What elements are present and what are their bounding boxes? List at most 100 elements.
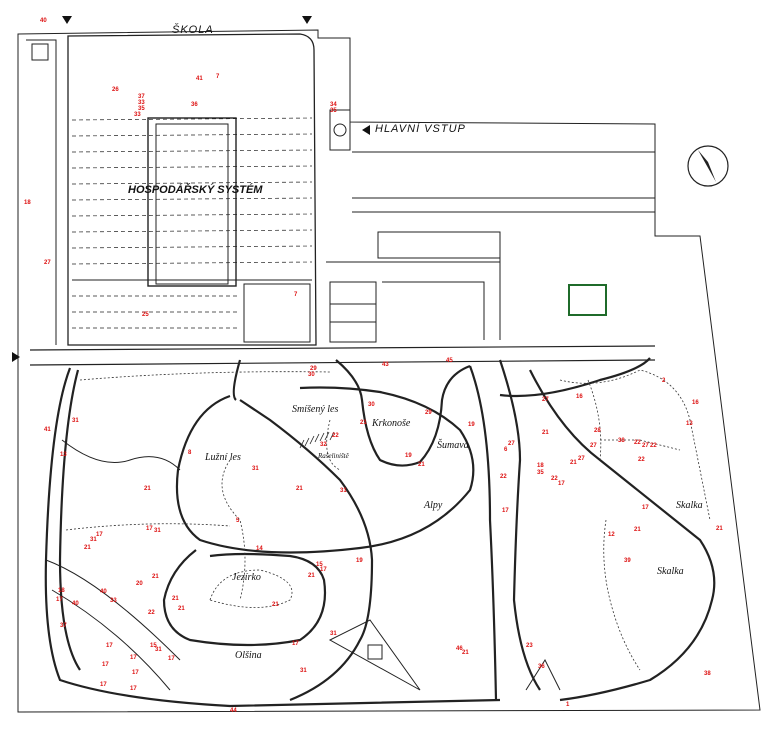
krkonose-label: Krkonoše [372, 418, 411, 429]
marker: 2 [662, 378, 666, 384]
marker: 21 [272, 602, 279, 608]
school-building [67, 33, 317, 346]
marker: 21 [178, 606, 185, 612]
marker: 17 [130, 655, 137, 661]
main-entrance-label: HLAVNÍ VSTUP [375, 123, 466, 135]
marker: 19 [356, 558, 363, 564]
marker: 21 [716, 526, 723, 532]
marker: 27 [642, 443, 649, 449]
entry-arrow-main [362, 125, 370, 135]
marker: 31 [340, 488, 347, 494]
marker: 33 [138, 100, 145, 106]
pond-label: Jezírko [232, 572, 261, 583]
main-path [29, 345, 656, 351]
marker: 16 [692, 400, 699, 406]
marker: 19 [405, 453, 412, 459]
marker: 35 [537, 470, 544, 476]
marker: 22 [551, 476, 558, 482]
marker: 18 [58, 588, 65, 594]
marker: 27 [508, 441, 515, 447]
marker: 31 [155, 647, 162, 653]
marker: 43 [382, 362, 389, 368]
marker: 16 [576, 394, 583, 400]
marker: 19 [468, 422, 475, 428]
marker: 17 [130, 686, 137, 692]
marker: 15 [316, 562, 323, 568]
marker: 22 [650, 443, 657, 449]
marker: 44 [230, 708, 237, 714]
marker: 21 [308, 573, 315, 579]
marker: 31 [252, 466, 259, 472]
entry-arrow-top-left [62, 16, 72, 24]
marker: 21 [634, 527, 641, 533]
marker: 17 [56, 597, 63, 603]
marker: 31 [154, 528, 161, 534]
marker: 21 [542, 430, 549, 436]
marker: 31 [72, 418, 79, 424]
marker: 22 [148, 610, 155, 616]
marker: 18 [537, 463, 544, 469]
marker: 17 [642, 505, 649, 511]
marker: 7 [216, 74, 220, 80]
marker: 17 [100, 682, 107, 688]
marker: 14 [256, 546, 263, 552]
west-loop-path [44, 367, 501, 708]
property-boundary [17, 29, 761, 713]
marker: 17 [102, 662, 109, 668]
marker: 39 [624, 558, 631, 564]
marker: 37 [138, 94, 145, 100]
marker: 17 [106, 643, 113, 649]
marker: 18 [24, 200, 31, 206]
marker: 17 [502, 508, 509, 514]
marker: 34 [330, 102, 337, 108]
rockery-label-2: Skalka [657, 566, 684, 577]
floodplain-forest-label: Lužní les [205, 452, 241, 463]
marker: 33 [110, 598, 117, 604]
marker: 37 [60, 623, 67, 629]
marker: 30 [368, 402, 375, 408]
marker: 40 [100, 589, 107, 595]
marker: 35 [330, 108, 337, 114]
marker: 21 [570, 460, 577, 466]
marker: 28 [594, 428, 601, 434]
marker: 13 [686, 421, 693, 427]
farm-system-frame [147, 117, 237, 287]
entry-arrow-west [12, 352, 20, 362]
marker: 20 [136, 581, 143, 587]
marker: 22 [638, 457, 645, 463]
central-loop-path [175, 386, 475, 554]
marker: 46 [456, 646, 463, 652]
marker: 27 [44, 260, 51, 266]
marker: 31 [300, 668, 307, 674]
marker: 35 [138, 106, 145, 112]
marker: 23 [526, 643, 533, 649]
entry-arrow-top-right [302, 16, 312, 24]
marker: 30 [308, 372, 315, 378]
east-loop-path [529, 369, 716, 702]
rockery-label-1: Skalka [676, 500, 703, 511]
school-label: ŠKOLA [172, 24, 214, 36]
marker: 22 [332, 433, 339, 439]
sumava-label: Šumava [437, 440, 469, 451]
marker: 27 [542, 397, 549, 403]
green-building [568, 284, 607, 316]
marker: 21 [144, 486, 151, 492]
marker: 7 [294, 292, 298, 298]
marker: 21 [296, 486, 303, 492]
peat-bog-label: Rašeliniště [318, 452, 349, 460]
marker: 21 [84, 545, 91, 551]
marker: 25 [142, 312, 149, 318]
mixed-forest-label: Smíšený les [292, 404, 339, 415]
marker: 32 [320, 442, 327, 448]
marker: 36 [538, 664, 545, 670]
marker: 21 [360, 420, 367, 426]
marker: 21 [172, 596, 179, 602]
marker: 21 [152, 574, 159, 580]
marker: 41 [196, 76, 203, 82]
marker: 29 [425, 410, 432, 416]
marker: 17 [292, 641, 299, 647]
marker: 33 [134, 112, 141, 118]
marker: 38 [704, 671, 711, 677]
